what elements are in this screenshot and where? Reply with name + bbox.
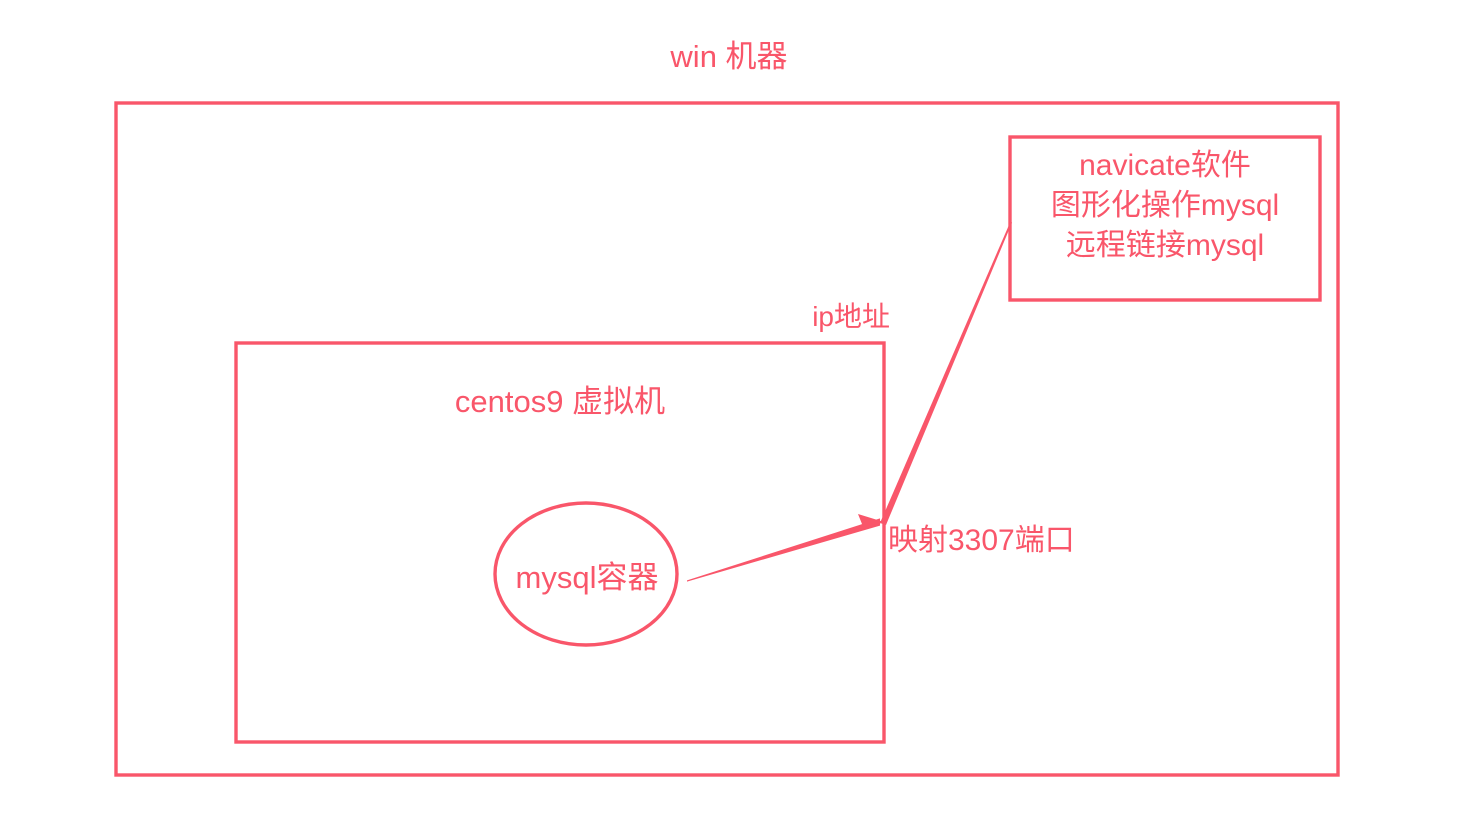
connector-arrowhead-icon — [856, 514, 884, 532]
outer-box-win-machine — [114, 101, 1340, 777]
connector-edge-to-navicate — [880, 221, 1012, 525]
port-mapping-label: 映射3307端口 — [888, 524, 1075, 557]
mysql-container-ellipse — [493, 501, 679, 647]
page-title: win 机器 — [670, 39, 788, 74]
navicate-line-1: navicate软件 — [1079, 149, 1251, 182]
navicate-line-2: 图形化操作mysql — [1050, 189, 1280, 223]
connector-container-to-edge — [687, 518, 880, 582]
centos9-vm-label: centos9 虚拟机 — [454, 384, 666, 419]
inner-box-centos9-vm — [234, 341, 886, 744]
navicate-line-3: 远程链接mysql — [1065, 229, 1265, 263]
navicate-box-text: navicate软件 图形化操作mysql 远程链接mysql — [1013, 146, 1317, 267]
ip-address-label: ip地址 — [812, 301, 890, 332]
navicate-box — [1008, 135, 1322, 302]
mysql-container-label: mysql容器 — [515, 560, 659, 595]
